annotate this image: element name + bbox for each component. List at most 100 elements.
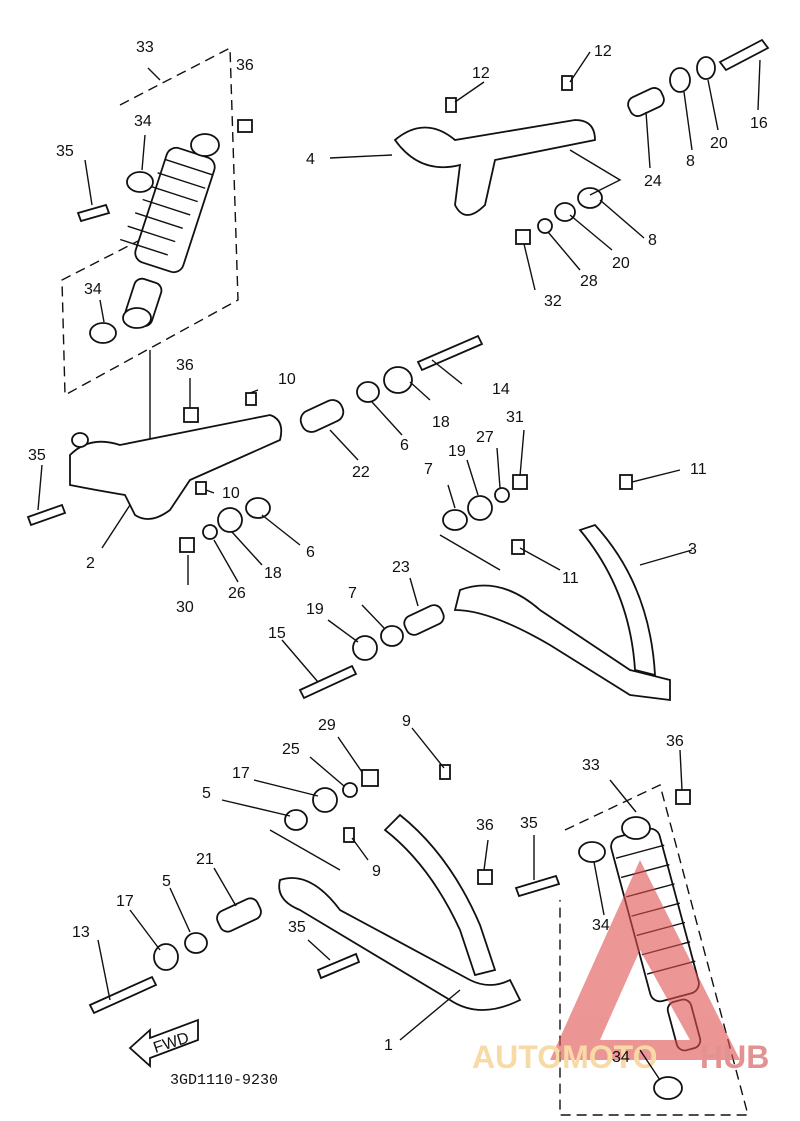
bushing-5-upper	[284, 809, 308, 831]
bolt-14	[416, 334, 484, 372]
bushing-34-top	[126, 171, 154, 193]
callout-6: 6	[306, 544, 315, 561]
leader-group-8	[569, 149, 622, 196]
upper-arm-left-group	[26, 334, 484, 553]
group-bracket-33-upper	[61, 46, 239, 397]
grease-nipple-11a	[619, 474, 633, 490]
callout-3: 3	[688, 541, 697, 558]
grease-nipple-11b	[511, 539, 525, 555]
bolt-35-lower-arm	[316, 952, 361, 980]
callout-12: 12	[594, 43, 612, 60]
callout-31: 31	[506, 409, 524, 426]
watermark-text-part2: HUB	[700, 1039, 769, 1075]
callout-24: 24	[644, 173, 662, 190]
drawing-code: 3GD1110-9230	[170, 1072, 278, 1089]
callout-9: 9	[402, 713, 411, 730]
callout-26: 26	[228, 585, 246, 602]
callout-34: 34	[612, 1049, 630, 1066]
bushing-6-upper	[356, 381, 380, 403]
callout-28: 28	[580, 273, 598, 290]
callout-11: 11	[690, 461, 707, 478]
callout-30: 30	[176, 599, 194, 616]
fwd-arrow: FWD	[128, 1018, 199, 1069]
callout-36: 36	[176, 357, 194, 374]
washer-28	[537, 218, 553, 234]
callout-17: 17	[116, 893, 134, 910]
callout-23: 23	[392, 559, 410, 576]
collar-24	[627, 87, 665, 117]
callout-19: 19	[448, 443, 466, 460]
bolt-13	[88, 975, 158, 1015]
callout-10: 10	[278, 371, 296, 388]
grease-nipple-12a	[445, 97, 457, 113]
callout-11: 11	[562, 570, 579, 587]
callout-9: 9	[372, 863, 381, 880]
nut-32	[515, 229, 531, 245]
callout-35: 35	[28, 447, 46, 464]
callout-32: 32	[544, 293, 562, 310]
callout-18: 18	[264, 565, 282, 582]
callout-12: 12	[472, 65, 490, 82]
lower-arm-1	[278, 877, 522, 1011]
bolt-35-lower-shock	[514, 874, 561, 898]
upper-arm-right-group	[393, 38, 770, 245]
callout-35: 35	[520, 815, 538, 832]
callout-34: 34	[592, 917, 610, 934]
callout-7: 7	[424, 461, 433, 478]
callout-27: 27	[476, 429, 494, 446]
washer-19-lower	[352, 635, 378, 661]
washer-27	[494, 487, 510, 503]
watermark-logo: AUTOMOTO HUB	[472, 860, 769, 1075]
washer-19-upper	[467, 495, 493, 521]
nut-36-middle	[183, 407, 199, 423]
bushing-34-lower-bottom	[653, 1076, 683, 1100]
grease-nipple-9a	[439, 764, 451, 780]
arm-3-lower	[453, 584, 671, 702]
callout-29: 29	[318, 717, 336, 734]
callout-35: 35	[288, 919, 306, 936]
callout-18: 18	[432, 414, 450, 431]
fwd-label: FWD	[151, 1030, 191, 1057]
ball-joint-2	[71, 432, 89, 448]
callout-36: 36	[666, 733, 684, 750]
washer-20-top	[696, 56, 716, 80]
bushing-8-bottom	[577, 187, 603, 209]
leader-lines	[37, 51, 761, 1081]
callout-labels: 33 36 34 35 34 36 35 10 10 2 30 26 18 6 …	[28, 39, 768, 1066]
callout-25: 25	[282, 741, 300, 758]
bushing-7-lower	[380, 625, 404, 647]
collar-23	[403, 604, 445, 636]
callout-4: 4	[306, 151, 315, 168]
washer-20-bottom	[554, 202, 576, 222]
lower-arm-right-group	[298, 474, 671, 702]
watermark-text-part1: AUTOMOTO	[472, 1039, 657, 1075]
upper-arm-4	[393, 119, 596, 216]
washer-17-upper	[312, 787, 338, 813]
collar-21	[216, 897, 262, 933]
callout-36: 36	[476, 817, 494, 834]
arm-3-upper	[578, 523, 656, 677]
bolt-15	[298, 664, 358, 700]
bushing-8-top	[669, 67, 691, 93]
callout-34: 34	[134, 113, 152, 130]
callout-17: 17	[232, 765, 250, 782]
callout-5: 5	[162, 873, 171, 890]
leader-group-7	[439, 534, 501, 571]
nut-36-lower-shock	[675, 789, 691, 805]
callout-33: 33	[582, 757, 600, 774]
callout-34: 34	[84, 281, 102, 298]
nut-36-upper	[237, 119, 253, 133]
grease-nipple-12b	[561, 75, 573, 91]
grease-nipple-10b	[195, 481, 207, 495]
callout-20: 20	[710, 135, 728, 152]
shock-absorber-upper	[119, 133, 220, 329]
callout-33: 33	[136, 39, 154, 56]
callout-8: 8	[686, 153, 695, 170]
callout-2: 2	[86, 555, 95, 572]
lower-arm-1-rear	[383, 813, 497, 977]
grease-nipple-10a	[245, 392, 257, 406]
callout-22: 22	[352, 464, 370, 481]
callout-35: 35	[56, 143, 74, 160]
callout-7: 7	[348, 585, 357, 602]
shock-absorber-upper-group	[61, 46, 253, 440]
